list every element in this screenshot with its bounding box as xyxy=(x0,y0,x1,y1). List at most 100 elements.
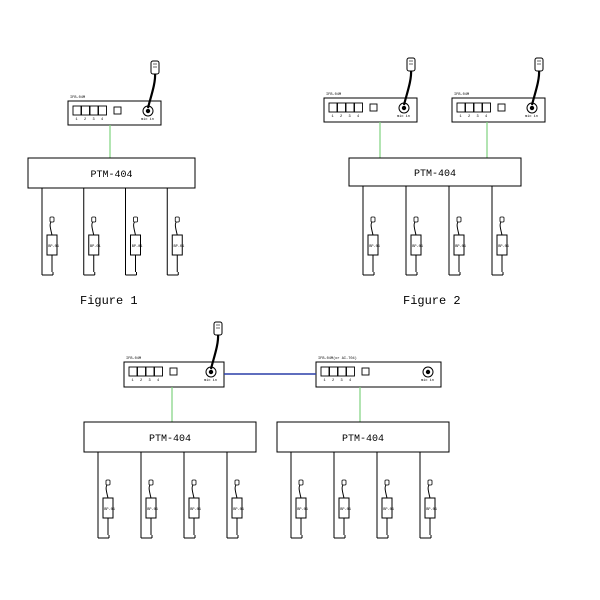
mic-jack-core xyxy=(401,105,407,111)
beltpack-icon: BP-01 xyxy=(145,479,158,519)
mic-port-label: mic in xyxy=(397,114,410,119)
mic-cable xyxy=(530,69,541,106)
ifb-channel-button xyxy=(98,105,107,116)
beltpack-row: BP-01 BP-01 BP-01 BP-01 xyxy=(41,188,184,276)
headset-icon xyxy=(456,216,462,223)
headset-icon xyxy=(370,216,376,223)
ifb-channel-number: 2 xyxy=(332,379,334,383)
headset-icon xyxy=(413,216,419,223)
beltpack-label: BP-01 xyxy=(104,508,115,512)
ifb-channel-number: 3 xyxy=(349,115,351,119)
ifb-channel-button xyxy=(473,102,483,113)
ifb-channel-button xyxy=(320,366,330,377)
headset-cable xyxy=(191,483,195,499)
ifb-channel-number: 2 xyxy=(468,115,470,119)
headset-icon xyxy=(91,216,97,223)
ifb-power-button xyxy=(113,106,122,115)
headset-cable xyxy=(298,483,302,499)
beltpack-icon: BP-01 xyxy=(367,216,380,256)
headset-icon xyxy=(234,479,240,486)
headset-cable xyxy=(427,483,431,499)
ifb-channel-number: 4 xyxy=(349,379,351,383)
headset-icon xyxy=(298,479,304,486)
headset-cable xyxy=(370,220,374,236)
ifb-channel-button xyxy=(89,105,99,116)
mic-head xyxy=(534,57,544,72)
ifb-channel-number: 1 xyxy=(332,115,334,119)
microphone-icon xyxy=(530,57,544,106)
headset-icon xyxy=(49,216,55,223)
mic-jack-core xyxy=(425,369,431,375)
beltpack-icon: BP-01 xyxy=(496,216,509,256)
ptm-body xyxy=(276,421,450,453)
ifb-channel-button xyxy=(81,105,90,116)
mic-jack-core xyxy=(529,105,535,111)
headset-cable xyxy=(341,483,345,499)
headset-cable xyxy=(234,483,238,499)
headset-icon xyxy=(191,479,197,486)
ptm-label: PTM-404 xyxy=(342,434,384,445)
ifb-channel-button xyxy=(72,105,82,116)
mic-port-label: mic in xyxy=(421,378,434,383)
ifb-channel-number: 3 xyxy=(477,115,479,119)
ptm-body xyxy=(83,421,257,453)
beltpack-label: BP-01 xyxy=(369,245,380,249)
ifb-channel-button xyxy=(137,366,146,377)
ifb-channel-number: 4 xyxy=(101,118,103,122)
mic-cable xyxy=(402,69,413,106)
beltpack-label: BP-01 xyxy=(383,508,394,512)
mic-head xyxy=(213,321,223,336)
ifb-channel-number: 2 xyxy=(84,118,86,122)
headset-cable xyxy=(105,483,109,499)
ifb-channel-button xyxy=(329,366,338,377)
beltpack-label: BP-01 xyxy=(90,245,101,249)
beltpack-icon: BP-01 xyxy=(171,216,184,256)
beltpack-icon: BP-01 xyxy=(410,216,423,256)
headset-cable xyxy=(91,220,95,236)
ifb-channel-button xyxy=(154,366,163,377)
ptm-body xyxy=(348,157,522,187)
beltpack-label: BP-01 xyxy=(233,508,244,512)
headset-cable xyxy=(413,220,417,236)
mic-port-label: mic in xyxy=(525,114,538,119)
ptm-label: PTM-404 xyxy=(414,169,456,180)
ifb-channel-button xyxy=(337,102,346,113)
ptm-404-box: PTM-404 xyxy=(83,421,257,453)
mic-jack-core xyxy=(208,369,214,375)
beltpack-icon: BP-01 xyxy=(231,479,244,519)
ifb-channel-button xyxy=(456,102,466,113)
ifb-channel-button xyxy=(145,366,155,377)
figure-2-caption: Figure 2 xyxy=(403,294,461,308)
headset-cable xyxy=(133,220,136,236)
ifb-channel-button xyxy=(482,102,491,113)
ptm-body xyxy=(27,157,196,189)
beltpack-icon: BP-01 xyxy=(46,216,59,256)
headset-cable xyxy=(499,220,503,236)
headset-cable xyxy=(174,220,178,236)
mic-head xyxy=(406,57,416,72)
beltpack-label: BP-01 xyxy=(173,245,184,249)
ptm-label: PTM-404 xyxy=(90,170,132,181)
beltpack-label: BP-01 xyxy=(455,245,466,249)
beltpack-label: BP-01 xyxy=(412,245,423,249)
beltpack-label: BP-01 xyxy=(48,245,59,249)
ifb-channel-number: 1 xyxy=(132,379,134,383)
ptm-404-box: PTM-404 xyxy=(348,157,522,187)
ifb-channel-button xyxy=(337,366,347,377)
ifb-channel-number: 3 xyxy=(149,379,151,383)
headset-icon xyxy=(133,216,138,223)
ifb-channel-button xyxy=(354,102,363,113)
ifb-channel-number: 1 xyxy=(460,115,462,119)
mic-port-label: mic in xyxy=(141,117,154,122)
headset-icon xyxy=(499,216,505,223)
ifb-channel-number: 4 xyxy=(357,115,359,119)
beltpack-label: BP-01 xyxy=(132,245,143,249)
beltpack-label: BP-01 xyxy=(426,508,437,512)
